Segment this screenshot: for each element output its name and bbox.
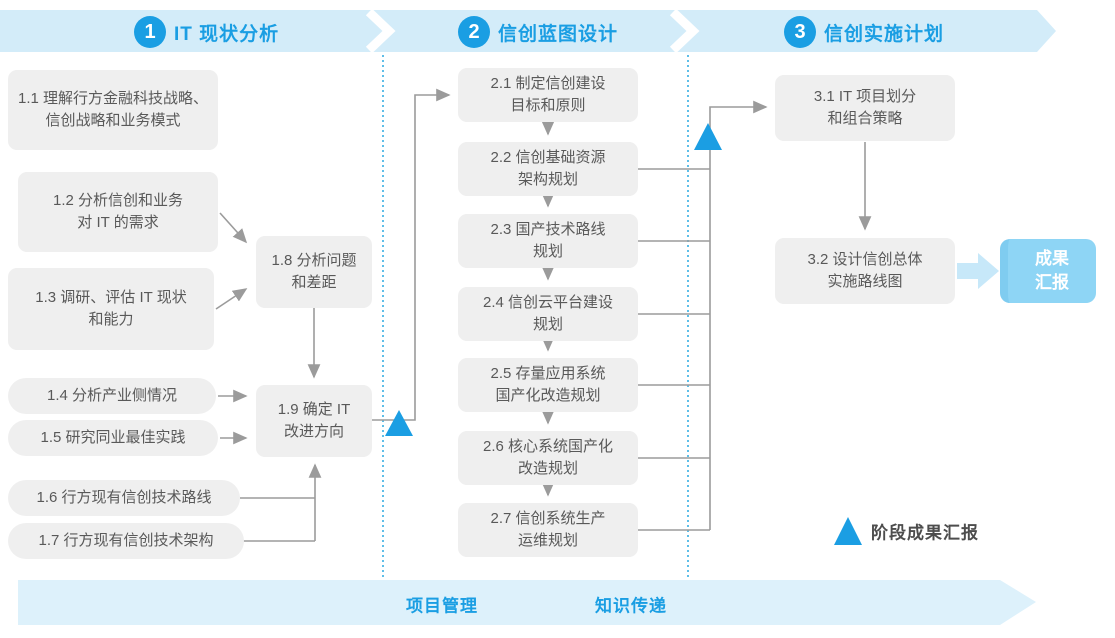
step-box-2-3: 2.3 国产技术路线 规划 xyxy=(458,214,638,268)
step-box-1-6: 1.6 行方现有信创技术路线 xyxy=(8,480,240,516)
step-box-2-2: 2.2 信创基础资源 架构规划 xyxy=(458,142,638,196)
step-box-1-3: 1.3 调研、评估 IT 现状 和能力 xyxy=(8,268,214,350)
legend-triangle-icon xyxy=(834,517,862,545)
phase-header-1: 1 IT 现状分析 xyxy=(134,15,279,49)
result-report-box: 成果 汇报 xyxy=(1000,239,1096,303)
phase-number-badge: 1 xyxy=(134,16,166,48)
step-box-1-2: 1.2 分析信创和业务 对 IT 的需求 xyxy=(18,172,218,252)
phase-band xyxy=(0,10,1056,52)
phase-number-badge: 2 xyxy=(458,16,490,48)
phase-header-2: 2 信创蓝图设计 xyxy=(458,15,618,49)
bottom-band-item-project-management: 项目管理 xyxy=(406,596,478,616)
phase-title: IT 现状分析 xyxy=(174,23,280,45)
step-box-1-4: 1.4 分析产业侧情况 xyxy=(8,378,216,414)
milestone-triangle-icon xyxy=(385,410,413,436)
phase-title: 信创蓝图设计 xyxy=(498,23,619,45)
step-box-2-7: 2.7 信创系统生产 运维规划 xyxy=(458,503,638,557)
step-box-1-5: 1.5 研究同业最佳实践 xyxy=(8,420,218,456)
step-box-1-1: 1.1 理解行方金融科技战略、 信创战略和业务模式 xyxy=(8,70,218,150)
bottom-band xyxy=(18,580,1036,625)
step-box-1-7: 1.7 行方现有信创技术架构 xyxy=(8,523,244,559)
phase-number-badge: 3 xyxy=(784,16,816,48)
step-box-2-6: 2.6 核心系统国产化 改造规划 xyxy=(458,431,638,485)
step-box-2-5: 2.5 存量应用系统 国产化改造规划 xyxy=(458,358,638,412)
step-box-3-2: 3.2 设计信创总体 实施路线图 xyxy=(775,238,955,304)
milestone-triangle-icon xyxy=(694,123,722,150)
result-arrow-icon xyxy=(957,253,999,289)
step-box-1-8: 1.8 分析问题 和差距 xyxy=(256,236,372,308)
step-box-2-4: 2.4 信创云平台建设 规划 xyxy=(458,287,638,341)
phase-title: 信创实施计划 xyxy=(824,23,945,45)
step-box-1-9: 1.9 确定 IT 改进方向 xyxy=(256,385,372,457)
phase-header-3: 3 信创实施计划 xyxy=(784,15,944,49)
step-box-3-1: 3.1 IT 项目划分 和组合策略 xyxy=(775,75,955,141)
step-box-2-1: 2.1 制定信创建设 目标和原则 xyxy=(458,68,638,122)
legend-label: 阶段成果汇报 xyxy=(871,523,979,543)
bottom-band-item-knowledge-transfer: 知识传递 xyxy=(595,596,667,616)
